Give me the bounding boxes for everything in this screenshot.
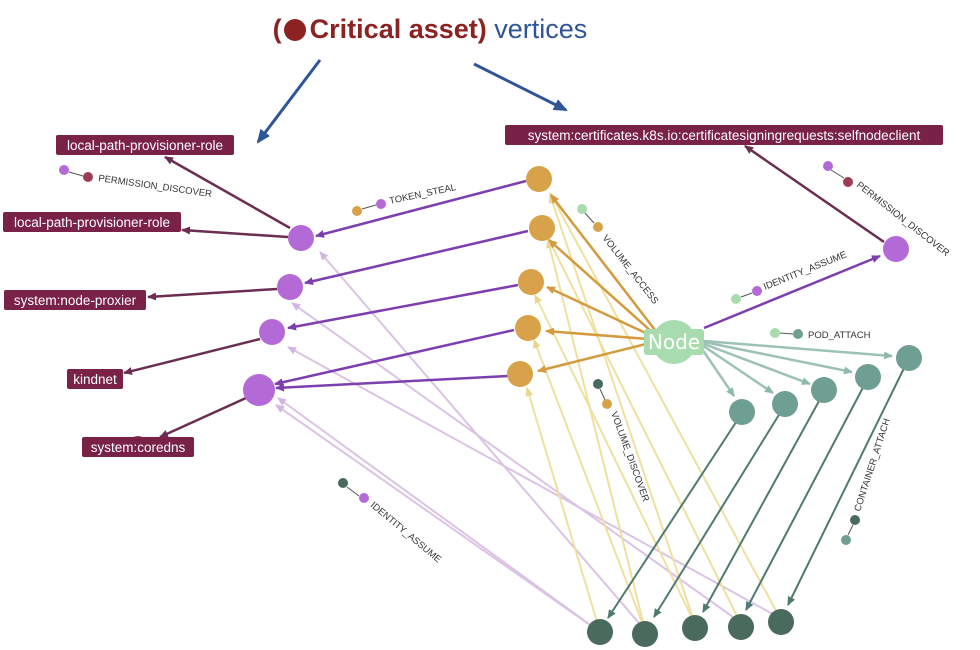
svg-text:TOKEN_STEAL: TOKEN_STEAL — [388, 182, 457, 207]
svg-text:system:certificates.k8s.io:cer: system:certificates.k8s.io:certificatesi… — [528, 128, 921, 143]
edge-legend-volume-access: VOLUME_ACCESS — [577, 204, 660, 306]
container-node[interactable] — [772, 391, 798, 417]
pod-node[interactable] — [632, 621, 658, 647]
container-node[interactable] — [811, 377, 837, 403]
pod-nodes — [587, 609, 794, 647]
critical-asset-label-0[interactable]: local-path-provisioner-role — [56, 135, 234, 155]
volume-node[interactable] — [526, 166, 552, 192]
svg-text:Node: Node — [648, 330, 700, 354]
critical-asset-label-4[interactable]: system:coredns — [82, 437, 194, 457]
critical-asset-label-2[interactable]: system:node-proxier — [4, 290, 146, 310]
container-to-pod-edges — [607, 359, 909, 619]
title-open-paren: ( — [272, 14, 282, 44]
pod-to-identity-edges — [275, 251, 781, 633]
critical-asset-label-3[interactable]: kindnet — [67, 369, 123, 389]
critical-asset-label-5[interactable]: system:certificates.k8s.io:certificatesi… — [505, 125, 943, 145]
svg-text:PERMISSION_DISCOVER: PERMISSION_DISCOVER — [98, 173, 213, 200]
svg-text:local-path-provisioner-role: local-path-provisioner-role — [67, 138, 223, 153]
identity-node[interactable] — [288, 225, 314, 251]
edge-legend-pod-attach: POD_ATTACH — [770, 328, 871, 341]
pod-node[interactable] — [682, 615, 708, 641]
arrow-to-right-asset — [473, 62, 568, 112]
edge-legend-volume-discover: VOLUME_DISCOVER — [593, 379, 651, 503]
volume-node[interactable] — [507, 361, 533, 387]
diagram-title: ( Critical asset) vertices — [0, 14, 860, 45]
identity-node[interactable] — [243, 374, 275, 406]
svg-text:POD_ATTACH: POD_ATTACH — [808, 330, 871, 341]
identity-node[interactable] — [259, 319, 285, 345]
identity-nodes — [243, 225, 909, 406]
svg-text:system:coredns: system:coredns — [91, 440, 186, 455]
title-vertices: vertices — [494, 14, 588, 44]
identity-node[interactable] — [883, 236, 909, 262]
critical-asset-dots — [65, 125, 734, 456]
title-critical-asset: Critical asset) — [309, 14, 487, 44]
volume-node[interactable] — [518, 269, 544, 295]
container-node[interactable] — [896, 345, 922, 371]
volume-to-identity-edges — [274, 179, 529, 392]
container-node[interactable] — [729, 399, 755, 425]
svg-text:kindnet: kindnet — [73, 372, 117, 387]
node-to-volume-edges — [537, 194, 656, 373]
pod-to-volume-edges — [525, 192, 781, 633]
arrow-to-left-asset — [256, 59, 322, 144]
svg-text:local-path-provisioner-role: local-path-provisioner-role — [14, 215, 170, 230]
pod-node[interactable] — [587, 619, 613, 645]
critical-dot-icon — [283, 19, 306, 41]
critical-asset-label-1[interactable]: local-path-provisioner-role — [3, 212, 181, 232]
container-nodes — [729, 345, 922, 425]
volume-node[interactable] — [529, 215, 555, 241]
title-arrows — [256, 59, 568, 144]
pod-node[interactable] — [728, 614, 754, 640]
volume-node[interactable] — [515, 315, 541, 341]
edge-legend-token-steal: TOKEN_STEAL — [352, 182, 457, 216]
identity-to-critical-edges — [123, 144, 885, 439]
container-node[interactable] — [855, 364, 881, 390]
volume-nodes — [507, 166, 555, 387]
identity-node[interactable] — [277, 274, 303, 300]
pod-node[interactable] — [768, 609, 794, 635]
edge-legend-identity-assume-bottom: IDENTITY_ASSUME — [338, 478, 443, 565]
node-to-container-edges — [698, 339, 893, 397]
node-vertex[interactable]: Node — [644, 320, 704, 364]
svg-text:system:node-proxier: system:node-proxier — [14, 293, 137, 308]
node-to-identity-edge — [703, 254, 881, 330]
